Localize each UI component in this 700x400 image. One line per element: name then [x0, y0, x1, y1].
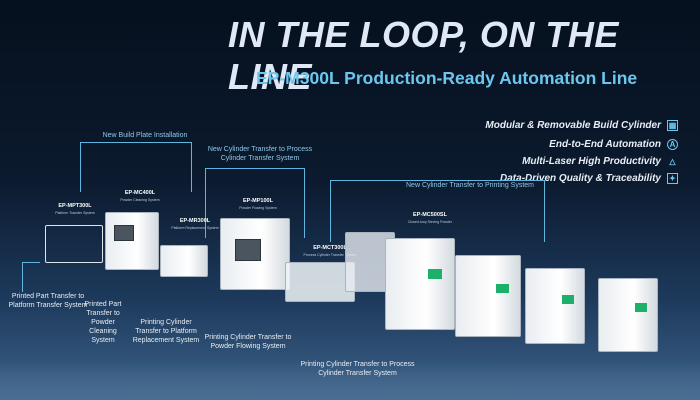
flow-line [80, 142, 192, 192]
flow-label: New Cylinder Transfer to Process Cylinde… [207, 146, 313, 162]
platform-transfer-rack [45, 225, 103, 263]
flow-label: Printing Cylinder Transfer to Process Cy… [300, 361, 415, 377]
flow-line [22, 262, 40, 292]
page-title: IN THE LOOP, ON THE LINE [228, 14, 619, 97]
feature-item: Modular & Removable Build Cylinder ▦ [485, 120, 678, 131]
flow-label: Printed Part Transfer to Powder Cleaning… [84, 301, 122, 344]
flow-label: New Cylinder Transfer to Printing System [406, 182, 534, 189]
printer-machine [455, 255, 521, 337]
printer-machine [385, 238, 455, 330]
feature-label: Multi-Laser High Productivity [522, 156, 661, 167]
cylinder-transfer-rack [285, 262, 355, 302]
printer-machine [598, 278, 658, 352]
feature-label: Data-Driven Quality & Traceability [500, 173, 661, 184]
feature-item: End-to-End Automation A [549, 139, 678, 150]
sparkle-icon: ✦ [667, 173, 678, 184]
feature-label: Modular & Removable Build Cylinder [485, 120, 661, 131]
flow-label: Printing Cylinder Transfer to Platform R… [132, 319, 200, 344]
grid-icon: ▦ [667, 120, 678, 131]
flow-line [330, 180, 545, 242]
feature-item: Data-Driven Quality & Traceability ✦ [500, 173, 678, 184]
triangle-icon: △ [669, 157, 676, 166]
feature-item: Multi-Laser High Productivity △ [522, 156, 678, 167]
flow-label: Printed Part Transfer to Platform Transf… [8, 293, 88, 309]
flow-label: Printing Cylinder Transfer to Powder Flo… [204, 334, 292, 350]
flow-label: New Build Plate Installation [102, 132, 188, 139]
powder-flowing-machine [220, 218, 290, 290]
flow-line [205, 168, 305, 238]
printer-machine [525, 268, 585, 344]
powder-cleaning-machine [105, 212, 159, 270]
floor [0, 360, 700, 400]
circle-a-icon: A [667, 139, 678, 150]
page-subtitle: EP-M300L Production-Ready Automation Lin… [256, 68, 638, 88]
platform-replacement-machine [160, 245, 208, 277]
feature-label: End-to-End Automation [549, 139, 661, 150]
